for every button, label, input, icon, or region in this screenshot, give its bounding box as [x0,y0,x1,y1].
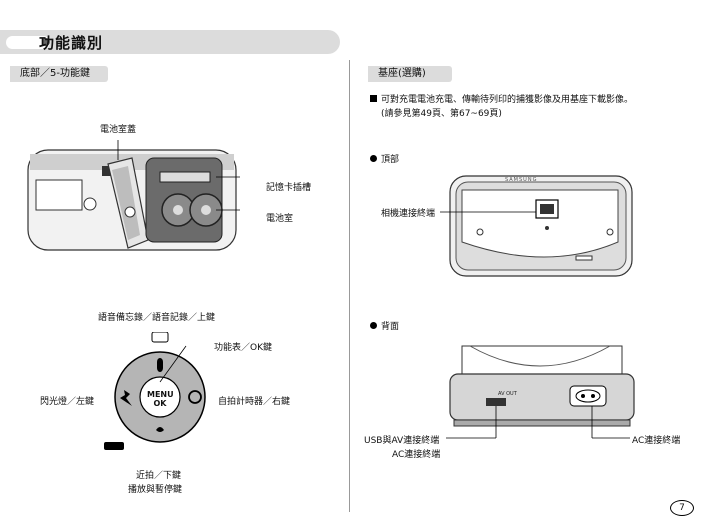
cradle-note-line2: (請參見第49頁、第67~69頁) [381,109,502,119]
camera-terminal-label: 相機連接終端 [381,209,436,219]
battery-chamber-label: 電池室 [266,214,294,224]
circle-bullet-icon [370,322,377,329]
page-title: 功能識別 [39,34,104,52]
port-label: AV OUT [498,391,517,397]
play-pause-label: 播放與暫停鍵 [128,485,183,495]
brand-logo: SAMSUNG [505,177,538,183]
microphone-icon [157,358,163,372]
square-bullet-icon [370,95,377,102]
page-number: 7 [670,500,694,516]
title-pill-decoration [6,36,50,49]
title-bar [0,30,340,54]
five-function-dial [104,332,206,450]
left-section-tab: 底部／5-功能鍵 [10,66,108,82]
usb-av-port [486,398,506,406]
usb-av-terminal-label: USB與AV連接終端 [364,436,440,446]
voice-memo-label: 語音備忘錄／語音記錄／上鍵 [98,313,216,323]
cradle-back-illustration [446,345,635,439]
cradle-top-illustration [440,175,633,277]
flash-icon [120,390,132,406]
menu-text: MENU [147,390,174,399]
right-section-tab: 基座(選購) [368,66,452,82]
camera-bottom-illustration [27,140,240,251]
back-heading: 背面 [381,322,400,332]
circle-bullet-icon [370,155,377,162]
menu-ok-button: MENU OK [147,390,174,408]
top-heading: 頂部 [381,155,400,165]
macro-down-label: 近拍／下鍵 [136,471,182,481]
flash-left-label: 閃光燈／左鍵 [40,397,95,407]
menu-ok-label: 功能表／OK鍵 [214,343,272,353]
card-slot-label: 記憶卡插槽 [266,183,312,193]
ac-terminal-label-left: AC連接終端 [392,450,441,460]
ac-terminal-label-right: AC連接終端 [632,436,681,446]
title-dot-decoration [42,38,50,46]
macro-icon [156,427,164,432]
play-pause-icon [104,442,124,450]
battery-cover-label: 電池室蓋 [100,125,137,135]
column-divider [349,60,350,512]
cradle-note-line1: 可對充電電池充電、傳輸待列印的捕獲影像及用基座下載影像。 [381,95,634,105]
voice-memo-icon [151,332,169,343]
ok-text: OK [153,399,167,408]
self-timer-right-label: 自拍計時器／右鍵 [218,397,291,407]
self-timer-icon [188,390,202,404]
